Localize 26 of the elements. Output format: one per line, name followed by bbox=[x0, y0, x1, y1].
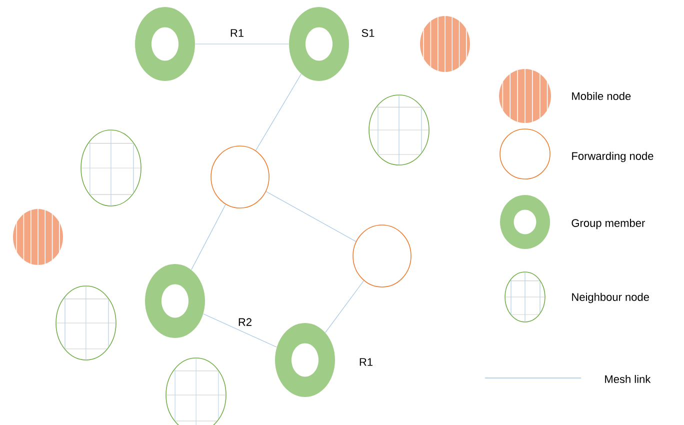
circle-node bbox=[352, 224, 412, 288]
legend-label: Forwarding node bbox=[572, 152, 654, 162]
grid-node bbox=[368, 94, 430, 166]
striped-node bbox=[13, 209, 63, 265]
node-label: R2 bbox=[238, 318, 252, 326]
striped-node bbox=[420, 16, 470, 72]
legend-label: Neighbour node bbox=[572, 292, 649, 304]
legend-label: Group member bbox=[572, 218, 645, 230]
node-label: S1 bbox=[362, 29, 374, 37]
legend-label: Mobile node bbox=[572, 92, 631, 100]
ring-node bbox=[289, 7, 349, 81]
grid-node bbox=[166, 358, 226, 425]
mesh-link bbox=[203, 314, 277, 348]
mesh-link bbox=[255, 74, 302, 151]
mesh-link bbox=[325, 280, 364, 333]
ring-node bbox=[275, 323, 335, 397]
mesh-link bbox=[266, 191, 356, 242]
node-label: R1 bbox=[230, 29, 244, 37]
legend-label: Mesh link bbox=[605, 374, 651, 384]
node-label: R1 bbox=[360, 358, 372, 366]
grid-node bbox=[56, 286, 116, 360]
mesh-link bbox=[191, 204, 226, 270]
grid-node bbox=[80, 130, 142, 206]
ring-node bbox=[145, 264, 205, 338]
ring-node bbox=[135, 7, 195, 81]
circle-node bbox=[210, 146, 270, 208]
